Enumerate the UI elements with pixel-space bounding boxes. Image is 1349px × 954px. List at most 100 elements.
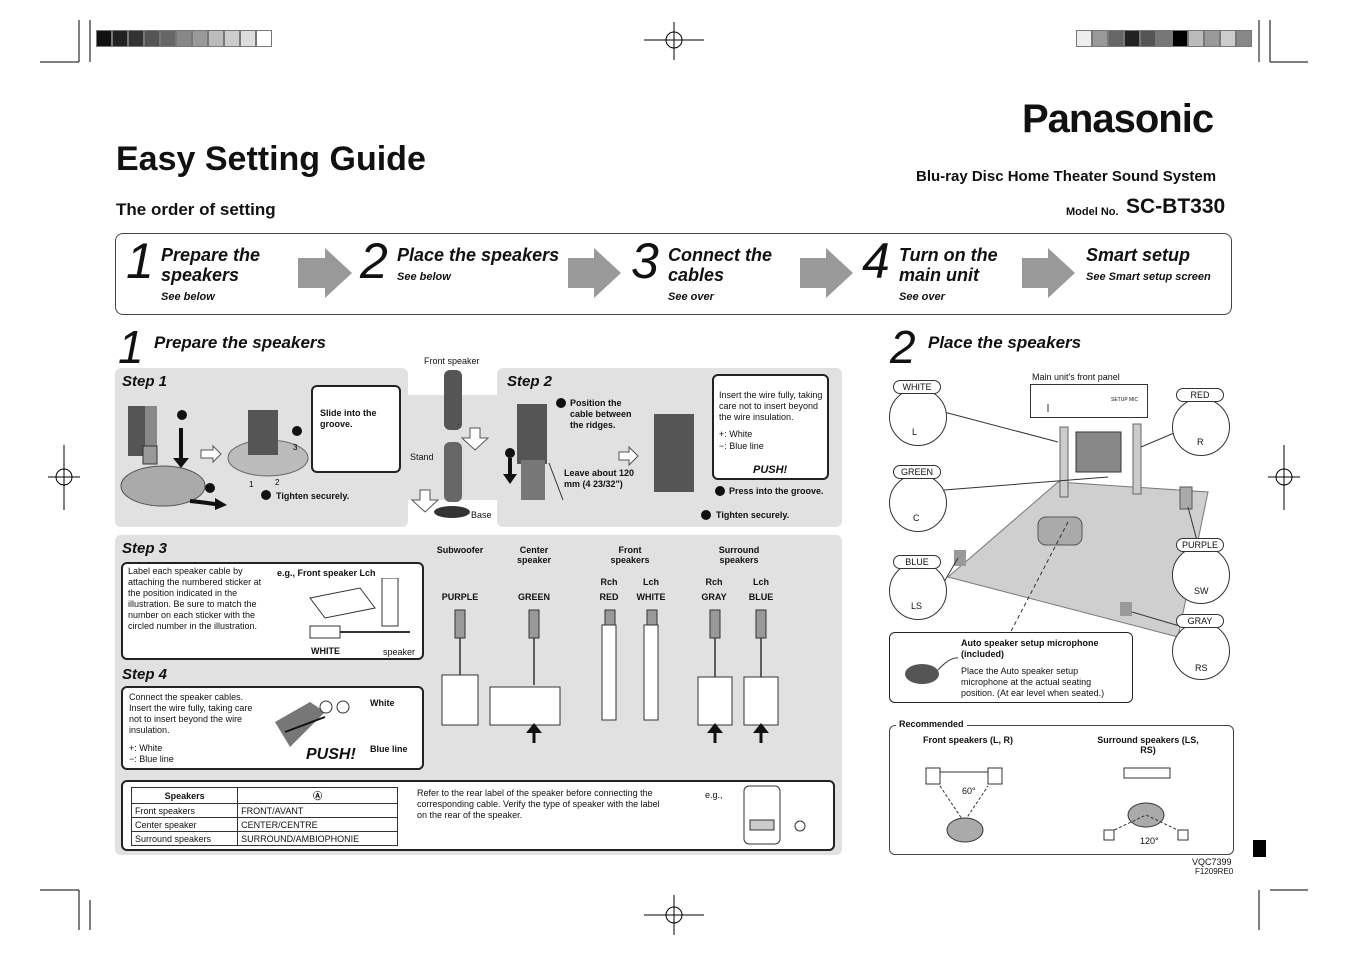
refer-text: Refer to the rear label of the speaker b… — [417, 788, 660, 820]
col-blue-color: BLUE — [748, 592, 774, 602]
order-step-1-number: 1 — [126, 233, 154, 289]
step1-heading: Step 1 — [122, 373, 168, 390]
white-text: WHITE — [311, 646, 340, 656]
order-step-3-sub: See over — [668, 291, 714, 303]
prepare-section-title: Prepare the speakers — [154, 333, 326, 352]
page-tab-mark — [1253, 840, 1266, 857]
recommended-label: Recommended — [896, 719, 967, 730]
setting-order-bar — [115, 233, 1232, 315]
eg-front-text: e.g., Front speaker Lch — [277, 568, 376, 578]
front-rec-label: Front speakers (L, R) — [922, 735, 1014, 745]
recommended-angles-illustration — [925, 767, 1189, 843]
eg-text: e.g., — [705, 790, 723, 800]
position-cable-text: Position the cable between the ridges. — [570, 398, 632, 430]
press-groove-text: Press into the groove. — [729, 486, 824, 496]
purple-sw-speaker-marker — [1172, 546, 1230, 604]
place-section-title: Place the speakers — [928, 333, 1082, 352]
angle-120: 120° — [1140, 836, 1159, 846]
label-white: WHITE — [893, 380, 941, 394]
order-step-4-sub: See over — [899, 291, 945, 303]
white-wire-label: White — [370, 698, 395, 708]
label-ls: LS — [911, 601, 923, 611]
col-surround-r-ch: Rch — [705, 577, 723, 587]
step2-illustration — [503, 398, 725, 520]
terminal-illustration — [275, 700, 350, 747]
label-instructions-box — [121, 562, 424, 660]
label-instructions-text: Label each speaker cable by attaching th… — [128, 566, 262, 631]
order-step-5-title: Smart setup — [1086, 245, 1191, 265]
label-sw: SW — [1194, 586, 1209, 596]
green-c-speaker-marker — [889, 474, 947, 532]
speaker-cables-illustration — [441, 609, 779, 743]
minus-blue-text: −: Blue line — [719, 441, 764, 451]
front-panel-box — [1030, 384, 1148, 418]
col-green-color: GREEN — [517, 592, 550, 602]
step2-heading: Step 2 — [507, 373, 553, 390]
speaker-text: speaker — [383, 647, 416, 657]
table-head-speakers: Speakers — [130, 787, 239, 804]
step4-heading: Step 4 — [122, 666, 168, 683]
front-panel-label: Main unit's front panel — [1032, 372, 1120, 382]
label-blue: BLUE — [893, 555, 941, 569]
model-number: SC-BT330 — [1126, 195, 1226, 218]
plus-white-text-2: +: White — [129, 743, 163, 753]
table-head-a: Ⓐ — [237, 787, 398, 804]
order-heading: The order of setting — [116, 200, 276, 219]
order-step-1-sub: See below — [161, 291, 215, 303]
white-l-speaker-marker — [889, 388, 947, 446]
svg-text:3: 3 — [293, 443, 298, 452]
col-center-group: Center speaker — [516, 545, 552, 565]
speaker-assembly-illustration — [410, 370, 490, 518]
sticker-illustration — [309, 578, 410, 639]
plus-white-text: +: White — [719, 429, 753, 439]
prepare-section-number: 1 — [118, 321, 144, 373]
microphone-icon — [905, 657, 959, 684]
label-purple: PURPLE — [1176, 538, 1224, 552]
slide-callout — [311, 385, 401, 473]
col-red-color: RED — [599, 592, 619, 602]
col-subwoofer-group: Subwoofer — [436, 545, 484, 555]
label-rs: RS — [1195, 663, 1208, 673]
col-surround-group: Surround speakers — [718, 545, 760, 565]
label-green: GREEN — [893, 465, 941, 479]
base-label: Base — [471, 510, 492, 520]
minus-blue-text-2: −: Blue line — [129, 754, 174, 764]
tighten-text: Tighten securely. — [276, 491, 350, 501]
recommended-box — [889, 725, 1234, 855]
order-step-2-title: Place the speakers — [397, 245, 560, 265]
connect-cables-box — [121, 686, 424, 770]
order-step-4-title: Turn on the main unit — [899, 245, 998, 285]
brand-logo: Panasonic — [1022, 97, 1214, 141]
gray-rs-speaker-marker — [1172, 622, 1230, 680]
col-surround-l-ch: Lch — [752, 577, 769, 587]
step3-heading: Step 3 — [122, 540, 168, 557]
order-step-5-sub: See Smart setup screen — [1086, 271, 1211, 283]
connect-cables-text: Connect the speaker cables. Insert the w… — [129, 692, 253, 735]
surround-rec-label: Surround speakers (LS, RS) — [1097, 735, 1199, 755]
push-text: PUSH! — [753, 464, 788, 476]
order-step-4-number: 4 — [862, 233, 890, 289]
red-r-speaker-marker — [1172, 398, 1230, 456]
slide-text: Slide into the groove. — [320, 408, 377, 429]
order-step-3-title: Connect the cables — [668, 245, 773, 285]
push-text-2: PUSH! — [306, 746, 356, 763]
label-r: R — [1197, 437, 1204, 447]
mic-title: Auto speaker setup microphone (included) — [961, 638, 1099, 659]
product-name: Blu-ray Disc Home Theater Sound System — [916, 168, 1217, 185]
label-l: L — [912, 427, 918, 437]
col-purple-color: PURPLE — [441, 592, 479, 602]
order-step-1-title: Prepare the speakers — [161, 245, 261, 285]
insert-wire-callout — [712, 374, 829, 480]
col-front-group: Front speakers — [610, 545, 650, 565]
blue-ls-speaker-marker — [889, 562, 947, 620]
footer-code-1: VQC7399 — [1192, 857, 1232, 867]
label-red: RED — [1176, 388, 1224, 402]
rear-label-illustration — [743, 785, 806, 845]
label-c: C — [913, 513, 920, 523]
